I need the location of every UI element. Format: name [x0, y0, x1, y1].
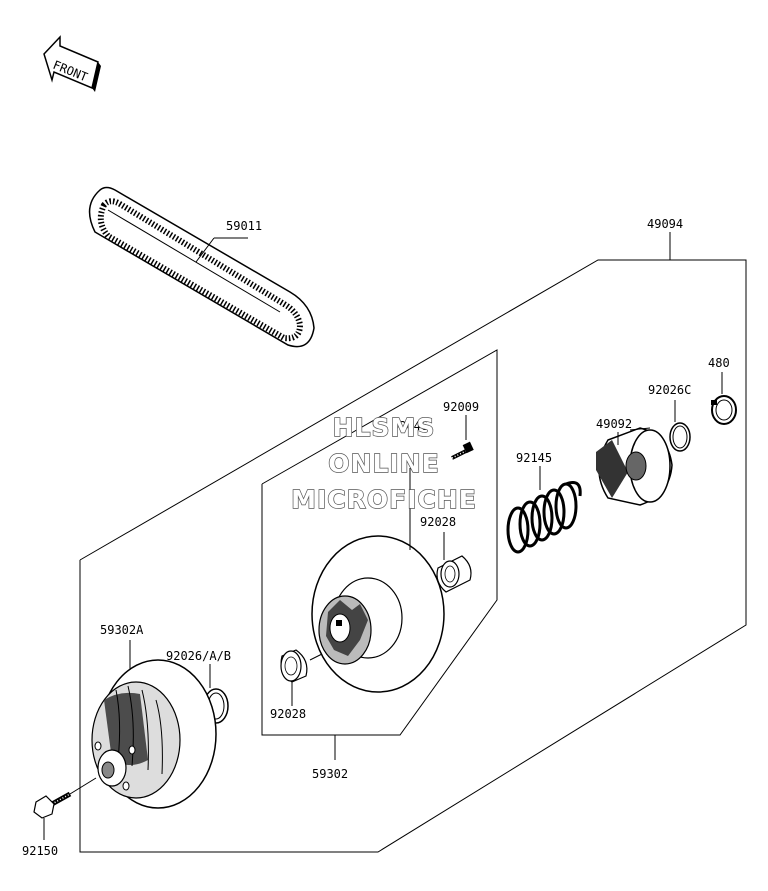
label-92150: 92150	[22, 844, 58, 858]
label-59302: 59302	[312, 767, 348, 781]
movable-sheave-icon	[91, 659, 217, 809]
label-92026c: 92026C	[648, 383, 691, 397]
drive-belt-icon	[88, 186, 315, 348]
label-480: 480	[708, 356, 730, 370]
cam-icon	[596, 427, 673, 506]
label-59302a: 59302A	[100, 623, 144, 637]
assembly-frame-inner	[261, 349, 498, 736]
label-92028-lower: 92028	[270, 707, 306, 721]
label-92009: 92009	[443, 400, 479, 414]
bolt-flange-icon	[33, 777, 97, 819]
label-92026ab: 92026/A/B	[166, 649, 231, 663]
bolt-small-icon	[451, 441, 474, 460]
label-49092: 49092	[596, 417, 632, 431]
o-ring-c-icon	[669, 422, 691, 452]
label-49094: 49094	[647, 217, 683, 231]
label-92028-upper: 92028	[420, 515, 456, 529]
label-59011: 59011	[226, 219, 262, 233]
watermark-line3: MICROFICHE	[291, 485, 477, 514]
snap-ring-icon	[711, 395, 737, 425]
bushing-lower-icon	[280, 649, 308, 683]
spring-icon	[506, 481, 582, 554]
front-arrow-icon: FRONT	[43, 35, 101, 92]
watermark-overlap-code: 92046	[392, 419, 428, 433]
assembly-frame-outer	[79, 259, 747, 853]
watermark-line1: HLSMS	[333, 413, 436, 442]
watermark-line2: ONLINE	[328, 449, 439, 478]
fixed-sheave-icon	[311, 535, 445, 693]
bushing-upper-icon	[436, 555, 472, 593]
label-92145: 92145	[516, 451, 552, 465]
